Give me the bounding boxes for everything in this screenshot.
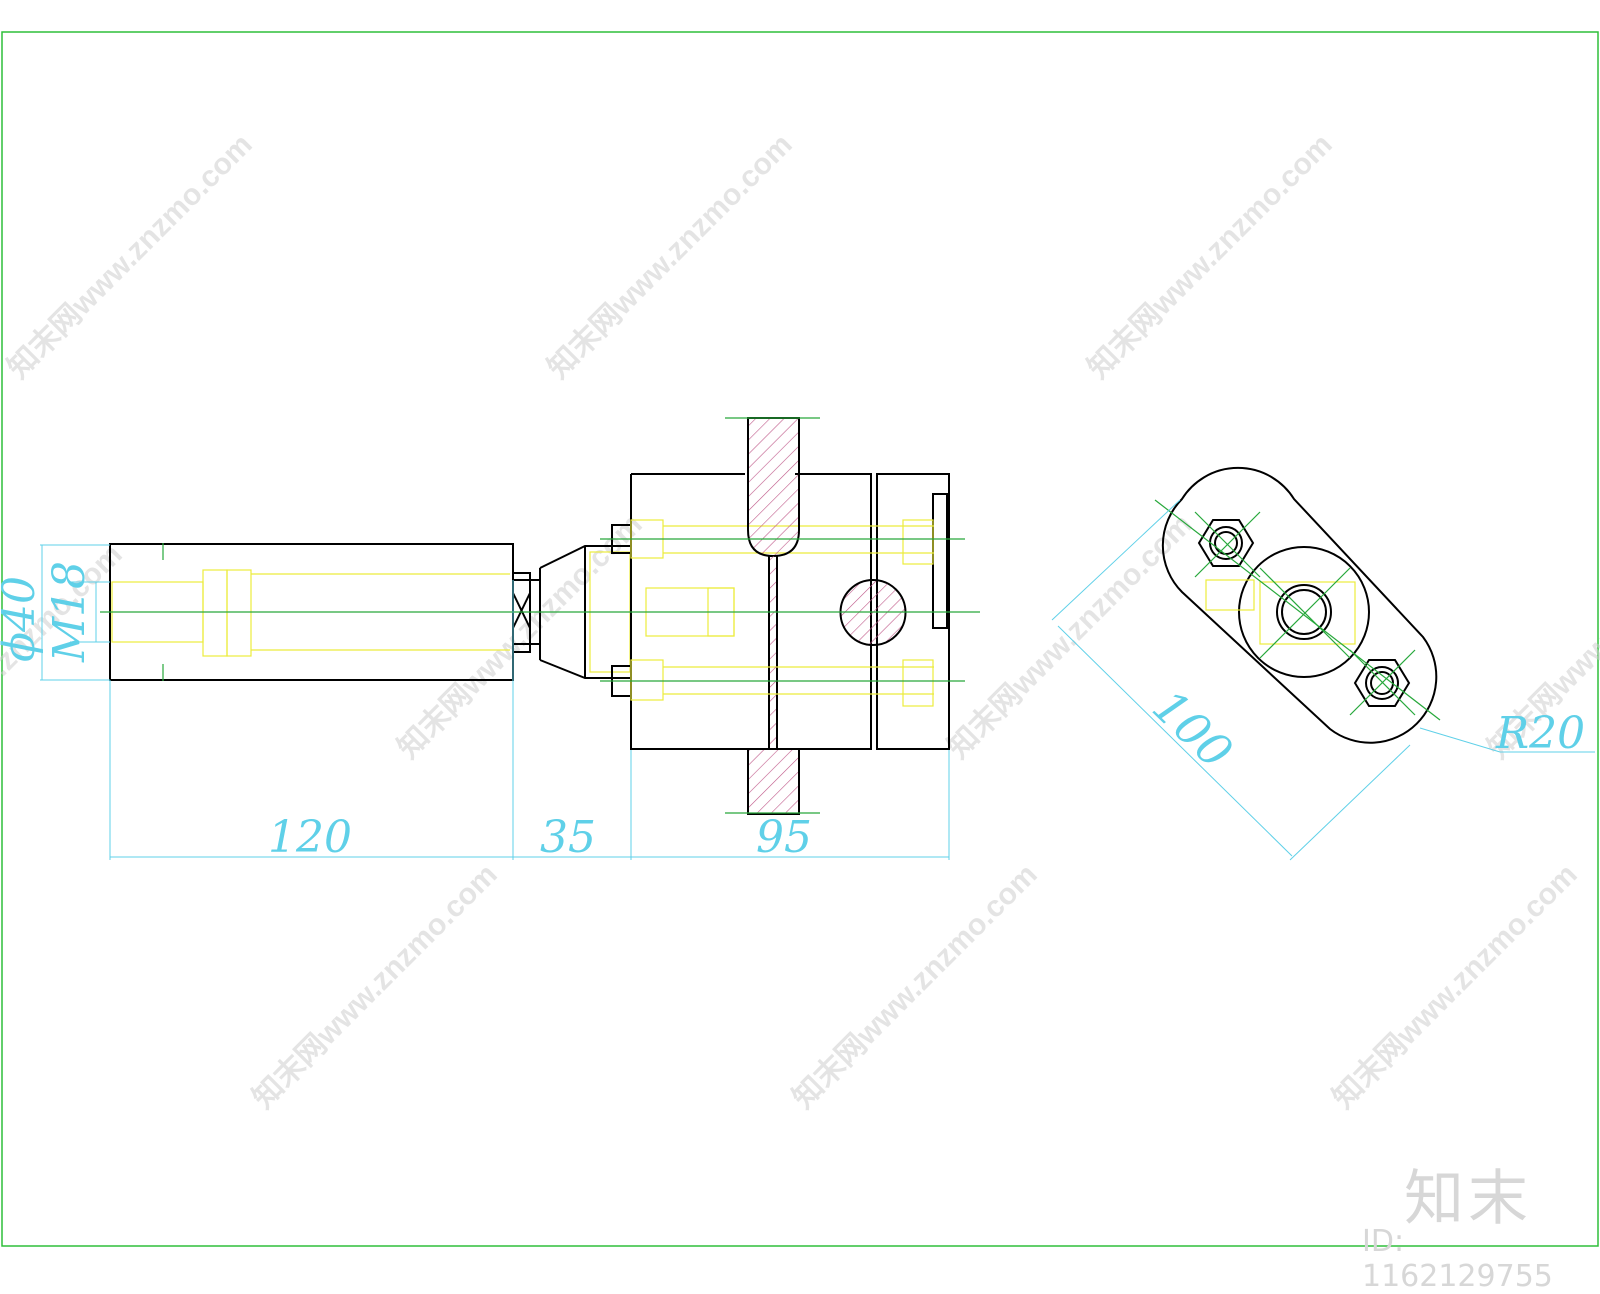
watermark-text: 知末网www.znzmo.com	[2, 128, 259, 385]
dim-length-95: 95	[756, 812, 812, 863]
watermark-logo: 知末	[1404, 1164, 1532, 1234]
dim-thread-m18: M18	[44, 561, 95, 663]
dimension-lines	[40, 499, 1595, 861]
dim-diameter-40: ϕ40	[0, 576, 45, 662]
dim-radius-r20: R20	[1495, 708, 1585, 759]
watermark-text: 知末网www.znzmo.com	[542, 128, 799, 385]
watermark-id: ID: 1162129755	[1362, 1224, 1553, 1294]
drawing-frame	[1, 31, 1599, 1247]
clamped-bar-bottom	[747, 748, 800, 815]
dim-length-100: 100	[1142, 679, 1243, 779]
watermark-text: 知末网www.znzmo.com	[1082, 128, 1339, 385]
dim-length-35: 35	[540, 812, 596, 863]
clamped-bar-top	[747, 417, 800, 558]
top-view	[1154, 466, 1441, 744]
watermark-layer: 知末网www.znzmo.com 知末网www.znzmo.com 知末网www…	[0, 128, 1600, 1115]
dim-length-120: 120	[268, 812, 352, 863]
clamp-block	[100, 417, 980, 815]
watermark-text: 知末网www.znzmo.com	[787, 858, 1044, 1115]
watermark-text: 知末网www.znzmo.com	[247, 858, 504, 1115]
watermark-text: 知末网www.znzmo.com	[1327, 858, 1584, 1115]
